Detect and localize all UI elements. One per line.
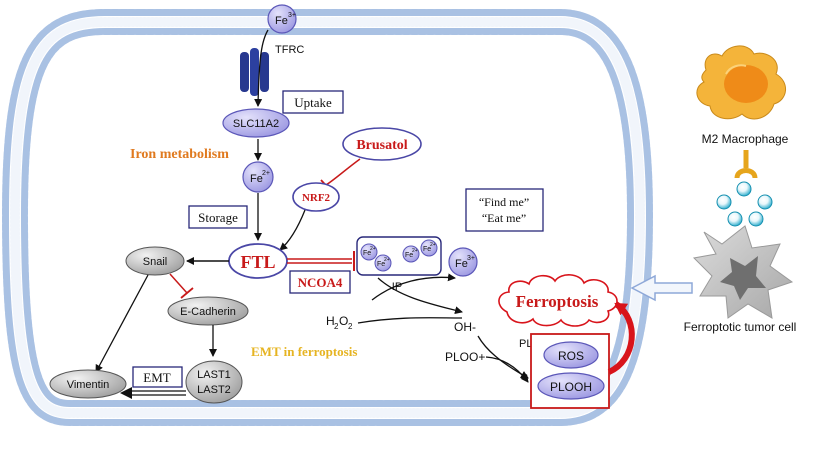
fe-particle: Fe 2+ [420, 239, 438, 257]
svg-text:Snail: Snail [143, 256, 167, 268]
inhibit-snail-ecadherin [169, 273, 188, 294]
ploo-plus-label: PLOO+ [445, 350, 485, 364]
inhibit-brusatol-nrf2 [325, 158, 361, 186]
iron-metabolism-label: Iron metabolism [130, 147, 229, 162]
svg-text:2+: 2+ [384, 257, 390, 263]
svg-text:H: H [326, 314, 335, 328]
emt-in-ferroptosis-label: EMT in ferroptosis [251, 344, 357, 359]
svg-text:Uptake: Uptake [294, 95, 332, 110]
h2o2-label: H 2 O 2 [326, 314, 353, 331]
svg-text:Fe: Fe [363, 250, 371, 257]
ferritin-fe-complex: Fe 2+ Fe 2+ Fe 2+ Fe 2+ [356, 236, 442, 276]
svg-text:“Find me”: “Find me” [479, 195, 529, 209]
signal-particles [716, 181, 773, 227]
uptake-box: Uptake [282, 90, 344, 114]
svg-text:Fe: Fe [377, 261, 385, 268]
brusatol-node: Brusatol [342, 127, 422, 161]
fe-particle: Fe 2+ [374, 254, 392, 272]
fe3-node-right: Fe 3+ [448, 247, 478, 277]
ftl-node: FTL [228, 243, 288, 279]
macrophage-receptor-icon [734, 150, 758, 179]
arrow-snail-to-vimentin [95, 274, 149, 373]
inhibit-bar-ecadherin [180, 287, 194, 299]
svg-text:Fe: Fe [250, 173, 263, 185]
ferroptosis-cloud: Ferroptosis [498, 274, 618, 327]
ros-node: ROS [543, 341, 599, 369]
svg-text:2+: 2+ [412, 248, 418, 254]
svg-text:EMT: EMT [143, 370, 171, 385]
svg-text:2: 2 [334, 322, 339, 331]
cell-membrane [1, 8, 654, 426]
last-node: LAST1 LAST2 [185, 360, 243, 404]
svg-text:2: 2 [348, 322, 353, 331]
svg-text:Ferroptosis: Ferroptosis [516, 292, 599, 311]
arrow-h2o2-to-oh [357, 317, 463, 324]
svg-text:LAST2: LAST2 [197, 384, 231, 396]
ip-label: IP [392, 281, 402, 293]
svg-text:Fe: Fe [423, 246, 431, 253]
fe-particle: Fe 2+ [402, 245, 420, 263]
fe-particle: Fe 2+ [360, 243, 378, 261]
vimentin-node: Vimentin [49, 369, 127, 399]
nrf2-node: NRF2 [292, 182, 340, 212]
fe2-node: Fe 2+ [242, 161, 274, 193]
plooh-node: PLOOH [537, 372, 605, 400]
svg-text:Fe: Fe [275, 15, 288, 27]
svg-text:O: O [339, 314, 348, 328]
svg-text:FTL: FTL [240, 252, 275, 272]
emt-arrowhead [120, 387, 132, 399]
svg-text:NRF2: NRF2 [302, 192, 331, 204]
arrow-plooh-to-ferroptosis [607, 301, 635, 375]
ros-plooh-box: ROS PLOOH [530, 333, 610, 409]
hydroxyl-label: OH- [454, 320, 476, 334]
svg-text:ROS: ROS [558, 349, 584, 363]
arrow-fe3-to-slc11a2 [254, 29, 269, 107]
fe3-node-top: Fe 3+ [267, 4, 297, 34]
svg-text:E-Cadherin: E-Cadherin [180, 306, 236, 318]
svg-text:2+: 2+ [370, 246, 376, 252]
storage-box: Storage [188, 205, 248, 229]
svg-text:2+: 2+ [262, 170, 270, 177]
m2-macrophage-label: M2 Macrophage [702, 132, 789, 146]
svg-text:Fe: Fe [405, 252, 413, 259]
svg-text:“Eat me”: “Eat me” [482, 211, 526, 225]
arrow-fe2-to-fe3 [371, 273, 456, 301]
ncoa4-box: NCOA4 [289, 270, 351, 294]
svg-text:PL: PL [519, 338, 532, 350]
tfrc-receptor [240, 48, 269, 96]
svg-text:Storage: Storage [198, 210, 238, 225]
ferroptotic-tumor-cell [692, 225, 794, 319]
svg-text:3+: 3+ [288, 12, 296, 19]
svg-text:Vimentin: Vimentin [67, 379, 110, 391]
arrow-nrf2-to-ftl [279, 209, 306, 251]
slc11a2-node: SLC11A2 [222, 108, 290, 138]
emt-box: EMT [132, 366, 183, 388]
find-me-eat-me-box: “Find me” “Eat me” [465, 188, 544, 232]
svg-text:Brusatol: Brusatol [356, 138, 407, 153]
svg-text:Fe: Fe [455, 258, 468, 270]
arrow-ploo-to-plooh [485, 356, 529, 383]
snail-node: Snail [125, 246, 185, 276]
svg-text:3+: 3+ [467, 255, 475, 262]
tumor-to-ferroptosis-arrow [630, 274, 693, 302]
svg-text:2+: 2+ [430, 242, 436, 248]
svg-text:LAST1: LAST1 [197, 369, 231, 381]
m2-macrophage [696, 45, 786, 120]
svg-text:NCOA4: NCOA4 [298, 275, 343, 290]
ferroptotic-tumor-cell-label: Ferroptotic tumor cell [684, 320, 797, 334]
e-cadherin-node: E-Cadherin [167, 296, 249, 326]
tfrc-label: TFRC [275, 44, 304, 56]
arrow-fenton-to-oh [377, 277, 463, 315]
svg-text:SLC11A2: SLC11A2 [233, 118, 279, 130]
svg-text:PLOOH: PLOOH [550, 380, 592, 394]
